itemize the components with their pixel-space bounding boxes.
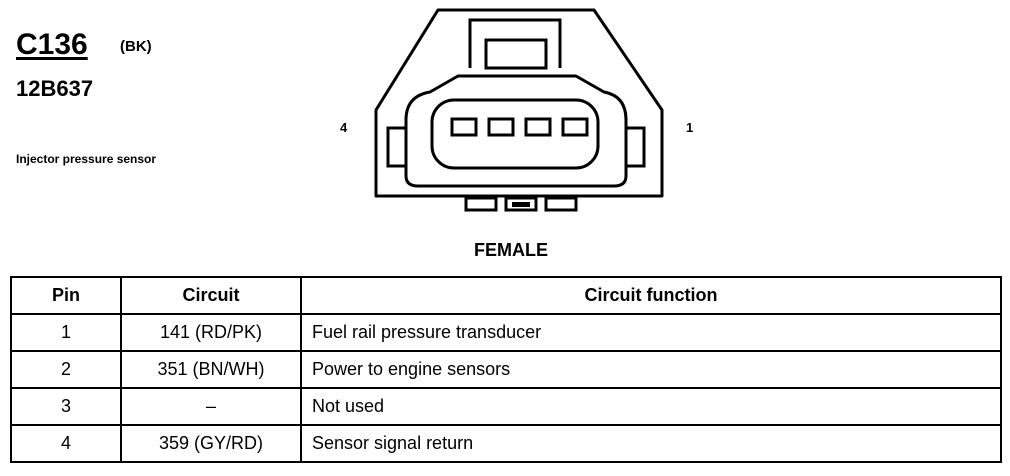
connector-notch-left [386,126,406,168]
connector-housing-outline [374,8,664,198]
table-row: 2 351 (BN/WH) Power to engine sensors [10,350,1002,389]
header-circuit-function: Circuit function [300,276,1002,315]
connector-color: (BK) [120,38,152,55]
table-row: 3 – Not used [10,387,1002,426]
table-row: 4 359 (GY/RD) Sensor signal return [10,424,1002,463]
cell-circuit-function: Power to engine sensors [300,350,1002,389]
connector-id: C136 [16,28,88,61]
cell-circuit-function: Not used [300,387,1002,426]
connector-gender-label: FEMALE [474,240,548,260]
connector-inner-pocket [430,98,600,170]
header-circuit: Circuit [120,276,302,315]
connector-face-diagram [374,8,664,212]
keying-slot-inner [512,202,530,207]
cell-circuit: – [120,387,302,426]
terminal-cavity-1 [561,117,589,137]
connector-body [404,74,628,188]
part-number: 12B637 [16,76,94,101]
connector-latch-tab [484,38,548,70]
component-name: Injector pressure sensor [16,152,157,166]
cell-circuit: 359 (GY/RD) [120,424,302,463]
table-header-row: Pin Circuit Circuit function [10,276,1002,315]
cell-circuit: 141 (RD/PK) [120,313,302,352]
cell-pin: 1 [10,313,122,352]
terminal-cavity-2 [524,117,552,137]
cell-circuit: 351 (BN/WH) [120,350,302,389]
connector-latch [468,18,562,68]
keying-slot [464,196,498,212]
cell-circuit-function: Sensor signal return [300,424,1002,463]
pin-1-label: 1 [686,120,694,135]
cell-pin: 2 [10,350,122,389]
header-pin: Pin [10,276,122,315]
cell-pin: 4 [10,424,122,463]
table-row: 1 141 (RD/PK) Fuel rail pressure transdu… [10,313,1002,352]
connector-notch-right [626,126,646,168]
keying-slot [544,196,578,212]
cell-pin: 3 [10,387,122,426]
pin-4-label: 4 [340,120,348,135]
pinout-table: Pin Circuit Circuit function 1 141 (RD/P… [10,276,1002,463]
terminal-cavity-4 [450,117,478,137]
terminal-cavity-3 [487,117,515,137]
keying-slot [504,196,538,212]
cell-circuit-function: Fuel rail pressure transducer [300,313,1002,352]
